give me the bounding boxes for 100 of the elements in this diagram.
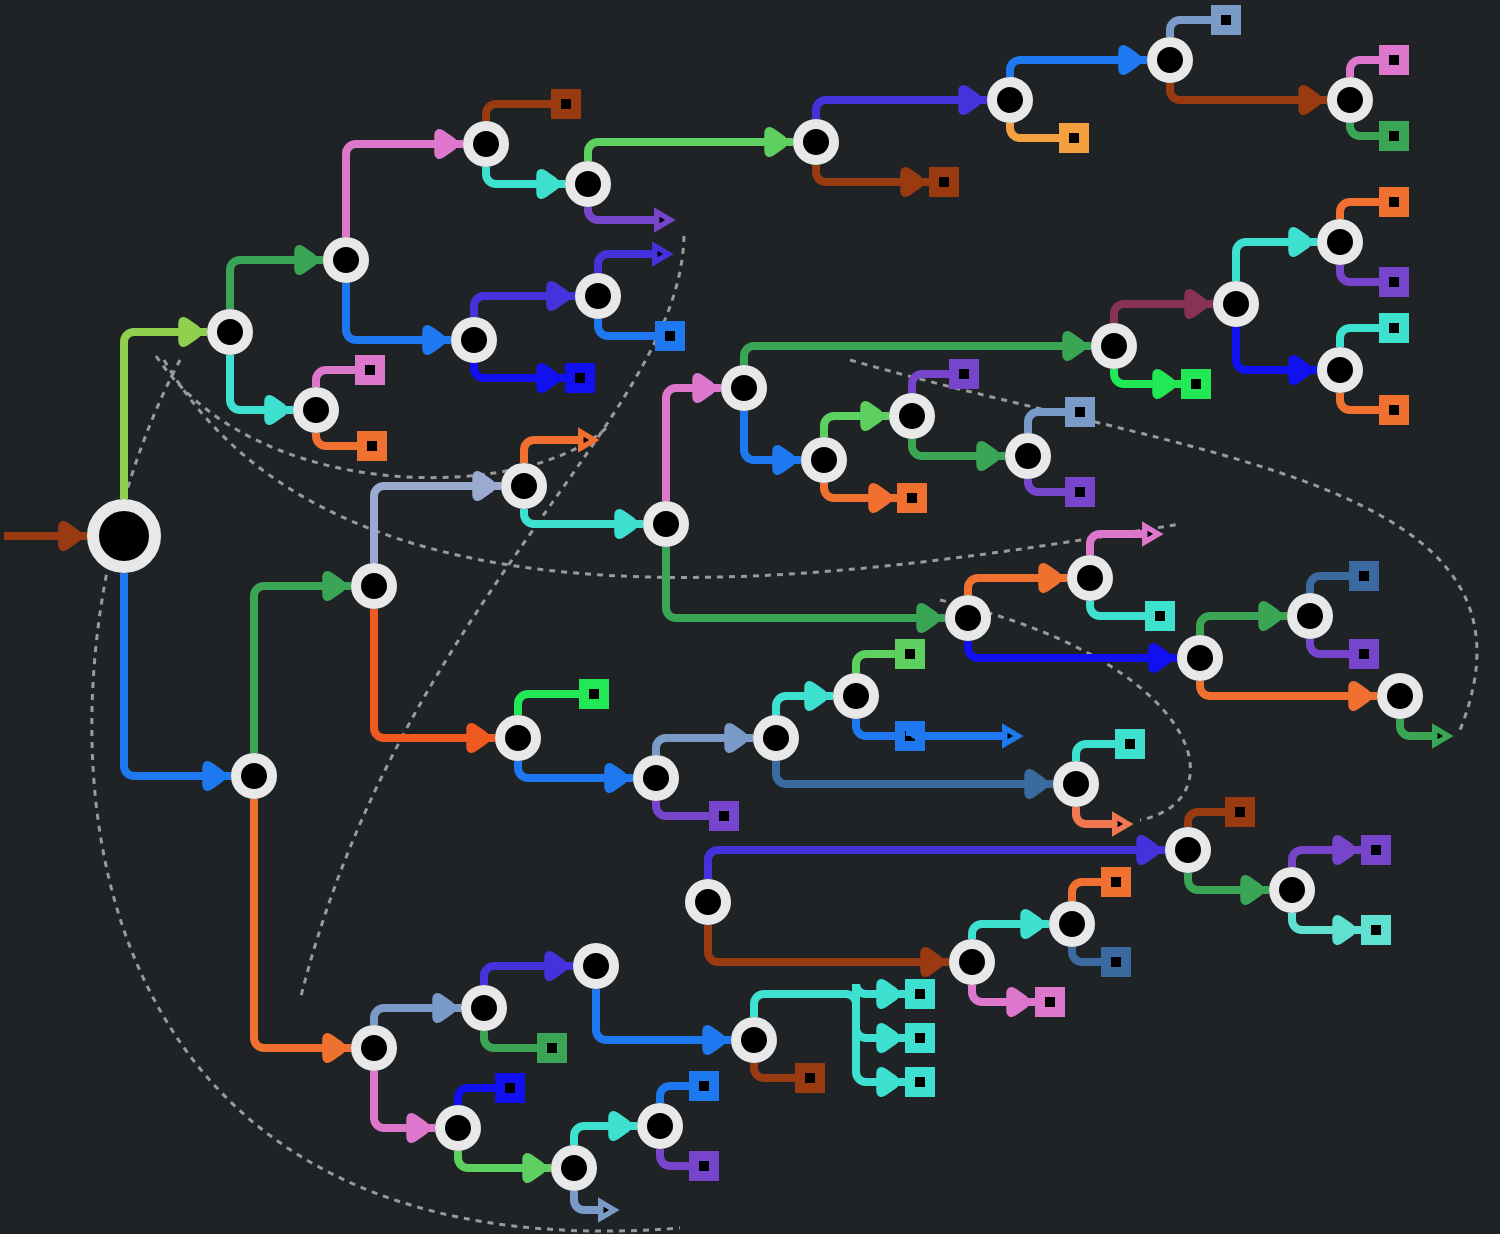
end-square bbox=[551, 89, 581, 119]
junction-circle bbox=[889, 393, 935, 439]
junction-circle bbox=[801, 437, 847, 483]
connector-line bbox=[584, 127, 793, 161]
junction-circle bbox=[451, 317, 497, 363]
connector-line bbox=[1006, 123, 1059, 142]
end-square bbox=[1349, 561, 1379, 591]
junction-circle bbox=[1287, 593, 1333, 639]
connector-line bbox=[1184, 873, 1269, 905]
junction-circle bbox=[949, 939, 995, 985]
connector-line bbox=[750, 1063, 795, 1082]
connector-line bbox=[370, 471, 501, 563]
connector-line bbox=[1232, 227, 1317, 281]
end-square bbox=[537, 1033, 567, 1063]
end-square bbox=[1059, 123, 1089, 153]
connector-line bbox=[908, 370, 949, 393]
connector-line bbox=[120, 317, 207, 499]
junction-circle bbox=[87, 499, 161, 573]
connector-line bbox=[1024, 408, 1065, 433]
junction-circle bbox=[1147, 37, 1193, 83]
junction-circle bbox=[575, 273, 621, 319]
connector-line bbox=[1196, 601, 1287, 635]
end-square bbox=[1065, 477, 1095, 507]
connector-line bbox=[1006, 45, 1147, 77]
connector-line bbox=[370, 609, 495, 753]
end-square bbox=[949, 359, 979, 389]
connector-line bbox=[1336, 393, 1379, 414]
junction-circle bbox=[501, 463, 547, 509]
connector-line bbox=[570, 1111, 637, 1145]
junction-circle bbox=[753, 715, 799, 761]
junction-circle bbox=[731, 1017, 777, 1063]
end-square bbox=[357, 431, 387, 461]
junction-circle bbox=[1377, 673, 1423, 719]
end-square bbox=[565, 363, 595, 393]
connector-line bbox=[120, 573, 231, 791]
end-square bbox=[1181, 369, 1211, 399]
junction-circle bbox=[721, 365, 767, 411]
junction-circle bbox=[565, 161, 611, 207]
connector-line bbox=[1232, 327, 1317, 385]
connector-line bbox=[470, 363, 565, 393]
connector-line bbox=[226, 245, 323, 309]
connector-line bbox=[480, 1031, 537, 1052]
junction-circle bbox=[1091, 323, 1137, 369]
connector-line bbox=[514, 690, 579, 715]
connector-line bbox=[1072, 740, 1115, 761]
connector-line bbox=[226, 355, 293, 425]
connector-line bbox=[750, 979, 909, 1097]
junction-circle bbox=[551, 1145, 597, 1191]
end-square bbox=[579, 679, 609, 709]
junction-circle bbox=[1317, 219, 1363, 265]
junction-circle bbox=[323, 237, 369, 283]
connector-line bbox=[772, 681, 833, 715]
connector-line bbox=[470, 281, 575, 317]
end-square bbox=[1225, 797, 1255, 827]
end-square bbox=[1379, 187, 1409, 217]
connector-line bbox=[740, 411, 801, 475]
connector-line bbox=[250, 571, 351, 753]
connector-line bbox=[1288, 913, 1361, 945]
connector-line bbox=[852, 719, 895, 740]
connector-line bbox=[1166, 83, 1327, 115]
connector-line bbox=[1166, 16, 1211, 37]
connector-line bbox=[342, 283, 451, 355]
junction-circle bbox=[1177, 635, 1223, 681]
connector-line bbox=[1184, 808, 1225, 827]
connector-line bbox=[1336, 198, 1379, 219]
connector-line bbox=[852, 650, 895, 673]
connector-line bbox=[370, 993, 461, 1025]
connector-line bbox=[1288, 835, 1361, 867]
junction-circle bbox=[293, 387, 339, 433]
connector-line bbox=[662, 373, 721, 501]
connector-line bbox=[740, 331, 1091, 365]
junction-circle bbox=[495, 715, 541, 761]
junction-circle bbox=[643, 501, 689, 547]
connector-line bbox=[1196, 681, 1377, 711]
connector-line bbox=[1336, 265, 1379, 286]
junction-circle bbox=[1317, 347, 1363, 393]
connector-line bbox=[652, 723, 753, 755]
junction-circle bbox=[637, 1103, 683, 1149]
end-square bbox=[1379, 313, 1409, 343]
end-square bbox=[1361, 915, 1391, 945]
junction-circle bbox=[1165, 827, 1211, 873]
junction-circle bbox=[207, 309, 253, 355]
connector-line bbox=[312, 366, 355, 387]
connector-line bbox=[1068, 947, 1101, 966]
junction-circle bbox=[435, 1105, 481, 1151]
connector-line bbox=[820, 401, 889, 437]
arrow bbox=[4, 521, 87, 551]
connector-line bbox=[968, 985, 1035, 1017]
connector-line bbox=[656, 1149, 689, 1170]
end-square bbox=[1035, 987, 1065, 1017]
connector-line bbox=[1024, 478, 1065, 496]
connector-line bbox=[820, 483, 897, 513]
end-square bbox=[1361, 835, 1391, 865]
end-square bbox=[1101, 867, 1131, 897]
connector-line bbox=[1110, 369, 1181, 399]
connector-line bbox=[514, 761, 633, 793]
connector-line bbox=[454, 1151, 551, 1183]
junction-circle bbox=[231, 753, 277, 799]
end-square bbox=[495, 1073, 525, 1103]
connector-line bbox=[964, 641, 1177, 673]
